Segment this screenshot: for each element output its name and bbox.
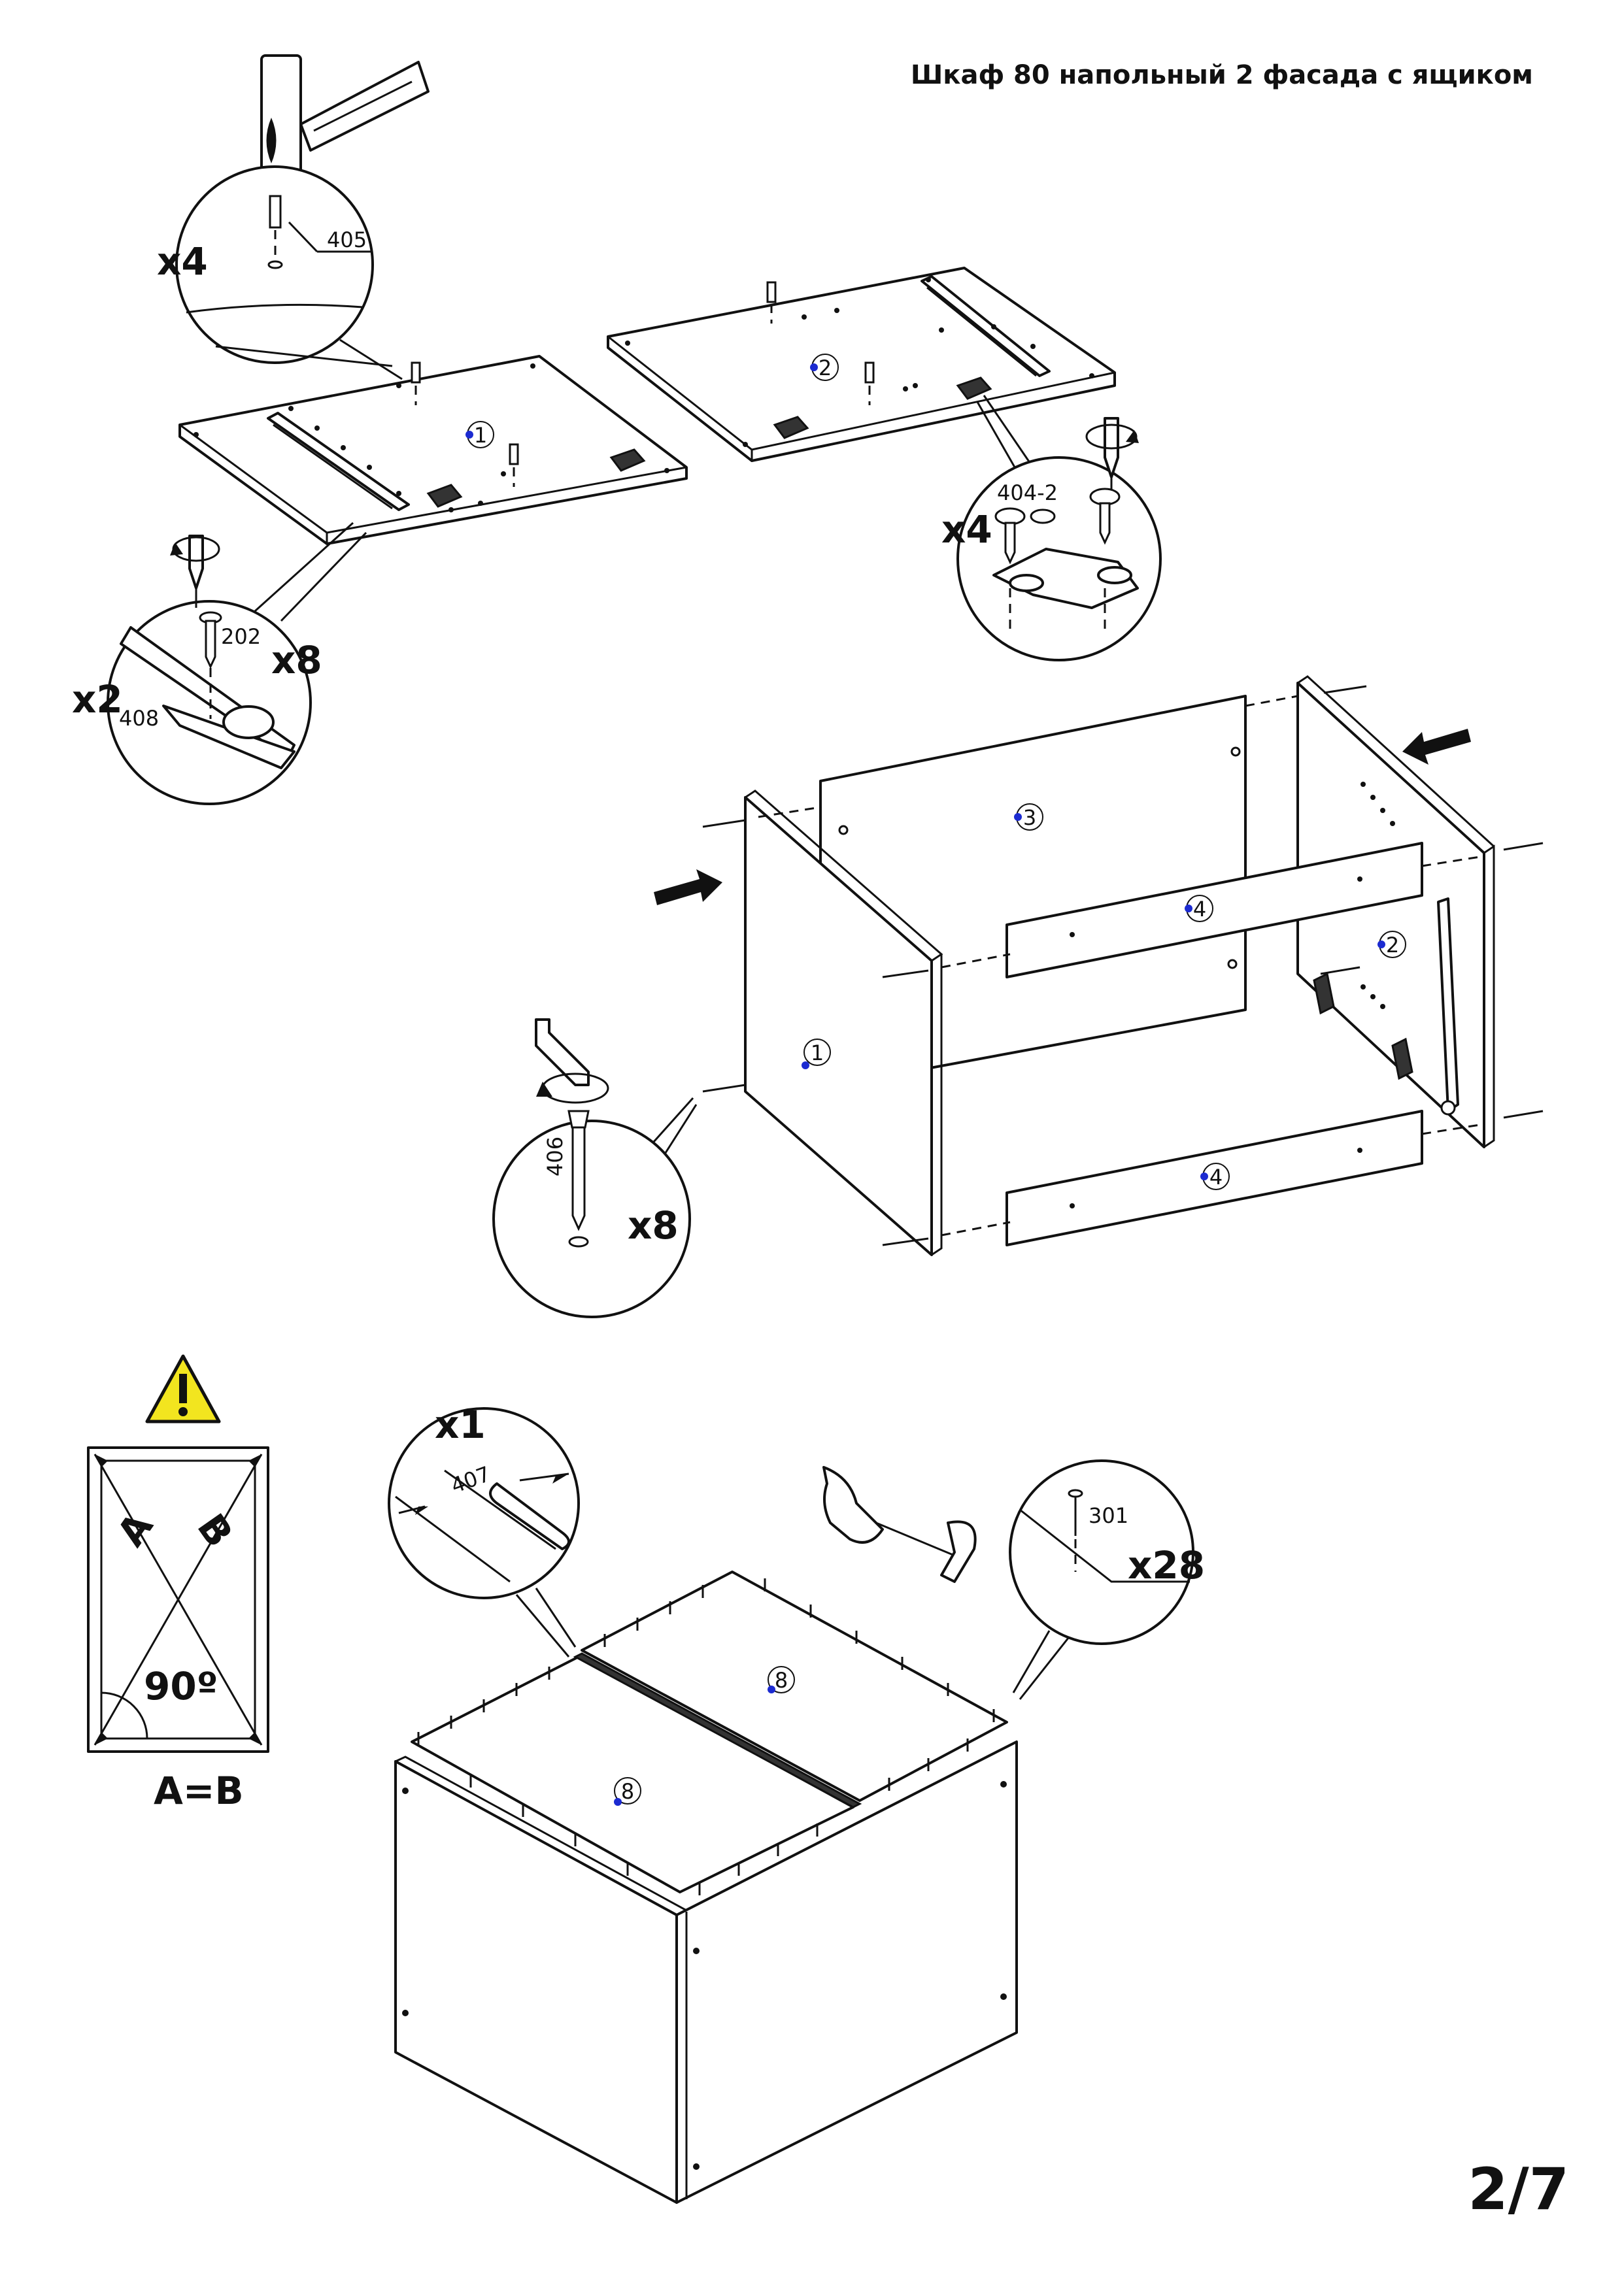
bracket-icon [1313, 972, 1413, 1080]
right-side-panel: 2 [1296, 675, 1495, 1148]
bracket-screw-callout: 404-2 x4 [941, 395, 1162, 661]
dowel-icon [766, 281, 875, 405]
back-panel-upper: 8 [581, 1571, 1008, 1802]
nail-icon [1068, 1489, 1083, 1572]
holes-panel-1 [194, 363, 669, 512]
drawer-guide-side [1437, 897, 1459, 1116]
groove-quantity: x1 [435, 1403, 486, 1447]
holes-side [1360, 782, 1395, 1009]
svg-text:8: 8 [775, 1668, 788, 1693]
bracket-part-code: 404-2 [997, 480, 1058, 505]
nail-part-code: 301 [1089, 1503, 1128, 1528]
panel-label-4b: 4 [1200, 1163, 1230, 1190]
lower-rail: 4 [1005, 1110, 1423, 1246]
guide-screw-code: 202 [221, 624, 261, 649]
hand-hammer-icon [822, 1466, 977, 1583]
square-check-diagram: A B 90º A=B [87, 1446, 269, 1813]
panel-1-flat: 1 [178, 355, 688, 545]
panel-label-2b: 2 [1377, 931, 1406, 958]
dowel-callout: 405 x4 [157, 165, 403, 380]
panel-2-flat: 2 [607, 267, 1116, 462]
dowel-icon [411, 361, 519, 487]
panel-label-1b: 1 [802, 1039, 831, 1069]
angle-label: 90º [144, 1664, 218, 1708]
svg-text:1: 1 [811, 1040, 824, 1065]
hex-screw-quantity: x8 [628, 1203, 679, 1248]
screw-icon [994, 488, 1121, 565]
holes-panel-2 [625, 277, 1094, 447]
hammer-icon [260, 54, 430, 181]
panel-label-8a: 8 [768, 1666, 795, 1693]
screwdriver-icon [188, 535, 204, 608]
hex-key-icon [535, 1018, 590, 1086]
bracket-icon [773, 376, 992, 439]
nail-callout: 301 x28 [1009, 1459, 1205, 1700]
svg-text:1: 1 [474, 423, 487, 448]
dowel-part-code: 405 [327, 227, 367, 252]
guide-bracket-code: 408 [119, 706, 159, 731]
left-side-panel: 1 [744, 790, 943, 1256]
drawer-guide-left [267, 412, 410, 511]
dowel-icon [267, 195, 283, 269]
rotate-arrow-icon [170, 536, 220, 562]
bracket-icon [992, 548, 1139, 609]
svg-text:4: 4 [1193, 897, 1206, 922]
svg-text:8: 8 [621, 1779, 634, 1804]
panel-label-1: 1 [465, 421, 494, 448]
rotate-arrow-icon [536, 1073, 609, 1104]
panel-label-8b: 8 [614, 1777, 641, 1806]
dowel-quantity: x4 [157, 239, 208, 284]
rotate-arrow-icon [1085, 424, 1139, 450]
svg-text:4: 4 [1209, 1165, 1223, 1190]
warning-icon [145, 1354, 221, 1423]
push-arrow-icon [654, 729, 1471, 905]
nail-quantity: x28 [1128, 1543, 1205, 1588]
screw-icon [567, 1110, 590, 1248]
bracket-quantity: x4 [941, 507, 992, 552]
carcass-exploded: 3 2 [654, 675, 1544, 1256]
bracket-icon [426, 448, 646, 508]
panel-label-4a: 4 [1185, 895, 1213, 922]
page-title: Шкаф 80 напольный 2 фасада с ящиком [911, 60, 1533, 90]
hex-screw-callout: 406 x8 [492, 1018, 698, 1318]
svg-text:2: 2 [1386, 933, 1399, 957]
nails-row [417, 1578, 995, 1895]
page-number: 2/7 [1468, 2155, 1569, 2223]
groove-callout: 407 x1 [388, 1403, 580, 1657]
diagonal-rule: A=B [154, 1769, 244, 1813]
carcass-with-back: 8 8 [394, 1571, 1018, 2204]
upper-rail: 4 [1005, 842, 1423, 978]
confirmat-screws [702, 685, 1544, 1246]
svg-text:3: 3 [1023, 805, 1036, 830]
guide-bracket-quantity: x2 [72, 677, 123, 722]
screw-icon [199, 611, 222, 719]
guide-screw-callout: 202 x8 x2 408 [72, 522, 367, 805]
guide-screw-quantity: x8 [271, 638, 322, 682]
panel-label-3: 3 [1014, 803, 1043, 831]
hex-screw-code: 406 [543, 1137, 567, 1176]
panel-label-2: 2 [810, 354, 839, 381]
svg-text:2: 2 [819, 356, 832, 380]
